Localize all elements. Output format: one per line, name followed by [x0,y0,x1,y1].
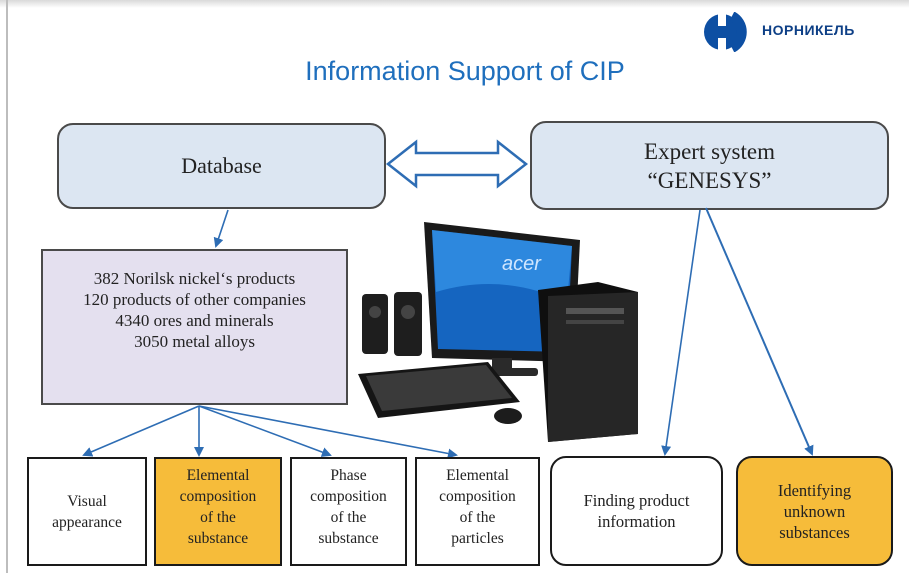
stat-line: 3050 metal alloys [134,332,255,351]
finding-product-information-box: Finding product information [550,456,723,566]
database-box: Database [57,123,386,209]
contents-to-elemental-particles-arrow [198,405,458,459]
stat-line: 120 products of other companies [83,290,306,309]
expert-system-box: Expert system “GENESYS” [530,121,889,210]
database-to-contents-arrow [213,209,229,248]
top-band [0,0,909,8]
box-label: Elemental composition of the substance [179,467,257,547]
logo-wordmark: НОРНИКЕЛЬ [762,22,855,38]
contents-to-visual-arrow [82,405,200,457]
elemental-composition-particles-box: Elemental composition of the particles [415,457,540,566]
box-label: Elemental composition of the particles [439,467,516,547]
identifying-unknown-substances-box: Identifying unknown substances [736,456,893,566]
database-label: Database [181,153,262,178]
contents-to-phase-arrow [198,405,332,457]
left-border-line [6,0,8,573]
nornickel-logo-icon [704,12,747,52]
elemental-composition-substance-box: Elemental composition of the substance [154,457,282,566]
slide-title: Information Support of CIP [305,56,625,86]
box-label: Phase composition of the substance [310,467,387,547]
database-contents-box: 382 Norilsk nickel‘s products 120 produc… [41,249,348,405]
nornickel-logo: НОРНИКЕЛЬ [702,12,877,52]
expert-system-line2: “GENESYS” [647,167,772,193]
visual-appearance-box: Visual appearance [27,457,147,566]
phase-composition-box: Phase composition of the substance [290,457,407,566]
expert-to-identifying-arrow [705,207,814,456]
box-label: Identifying unknown substances [777,480,852,542]
bidirectional-arrow [385,139,529,189]
expert-system-line1: Expert system [644,138,775,164]
desktop-computer-icon: acer [358,222,638,442]
box-label: Visual appearance [52,492,122,531]
monitor-brand: acer [502,253,542,275]
expert-to-finding-arrow [661,209,701,456]
stat-line: 4340 ores and minerals [115,311,274,330]
stat-line: 382 Norilsk nickel‘s products [93,269,296,288]
box-label: Finding product information [583,491,690,531]
